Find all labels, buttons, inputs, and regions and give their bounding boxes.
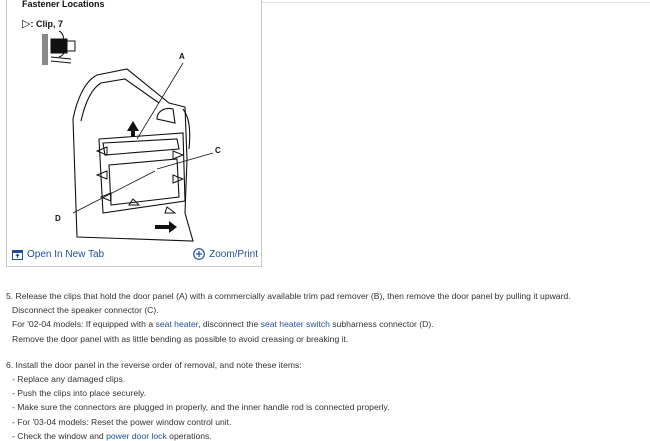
- step5-line4: Remove the door panel with as little ben…: [12, 333, 349, 344]
- seat-heater-switch-link[interactable]: seat heater switch: [260, 319, 330, 330]
- step6-item: - For '03-04 models: Reset the power win…: [12, 416, 232, 427]
- step-gap: [6, 346, 646, 358]
- power-door-lock-link[interactable]: power door lock: [106, 430, 167, 441]
- zoom-print-link[interactable]: Zoom/Print: [193, 248, 258, 260]
- open-in-new-tab-link[interactable]: Open In New Tab: [12, 249, 104, 260]
- triangle-marker-icon: ▷: [22, 18, 31, 30]
- callout-d: D: [55, 214, 61, 223]
- zoom-plus-icon: [193, 248, 205, 260]
- procedure-text: 5. Release the clips that hold the door …: [6, 289, 646, 441]
- figure-panel: A C D Fastener Locations ▷: Clip, 7 Open…: [6, 0, 262, 267]
- figure-title: Fastener Locations: [22, 0, 105, 9]
- step6-item: - Make sure the connectors are plugged i…: [12, 402, 390, 413]
- clip-icon: [42, 30, 76, 65]
- figure-clip-label: ▷: Clip, 7: [22, 17, 63, 30]
- open-in-new-tab-label: Open In New Tab: [27, 249, 105, 260]
- step6-last-post: operations.: [166, 430, 212, 441]
- clip-label-text: : Clip, 7: [30, 19, 63, 29]
- step5-line3: For '02-04 models: If equipped with a se…: [6, 317, 646, 331]
- step5-line3-pre: For '02-04 models: If equipped with a: [12, 319, 156, 330]
- step6-item: - Push the clips into place securely.: [12, 388, 147, 399]
- new-tab-icon: [12, 249, 23, 260]
- top-divider: [262, 2, 650, 3]
- step6-last-item: - Check the window and power door lock o…: [6, 429, 646, 441]
- door-panel-diagram: A C D: [42, 30, 221, 242]
- step6-last-pre: - Check the window and: [12, 430, 107, 441]
- up-arrow: [127, 121, 139, 137]
- zoom-print-label: Zoom/Print: [209, 248, 258, 260]
- clip-arrows: [95, 146, 185, 214]
- figure-toolbar: Open In New Tab Zoom/Print: [7, 246, 261, 267]
- step5-line3-mid: , disconnect the: [198, 319, 261, 330]
- step6-intro: 6. Install the door panel in the reverse…: [6, 359, 302, 370]
- callout-c: C: [215, 146, 221, 155]
- down-arrow: [155, 221, 177, 233]
- step5-line2: Disconnect the speaker connector (C).: [12, 305, 159, 316]
- callout-a: A: [179, 52, 185, 61]
- leader-lines: [72, 62, 214, 214]
- step6-item: - Replace any damaged clips.: [12, 374, 126, 385]
- seat-heater-link[interactable]: seat heater: [155, 319, 199, 330]
- step5-line3-post: subharness connector (D).: [329, 319, 434, 330]
- door-outline: [72, 68, 194, 242]
- step5-line1: 5. Release the clips that hold the door …: [6, 291, 571, 301]
